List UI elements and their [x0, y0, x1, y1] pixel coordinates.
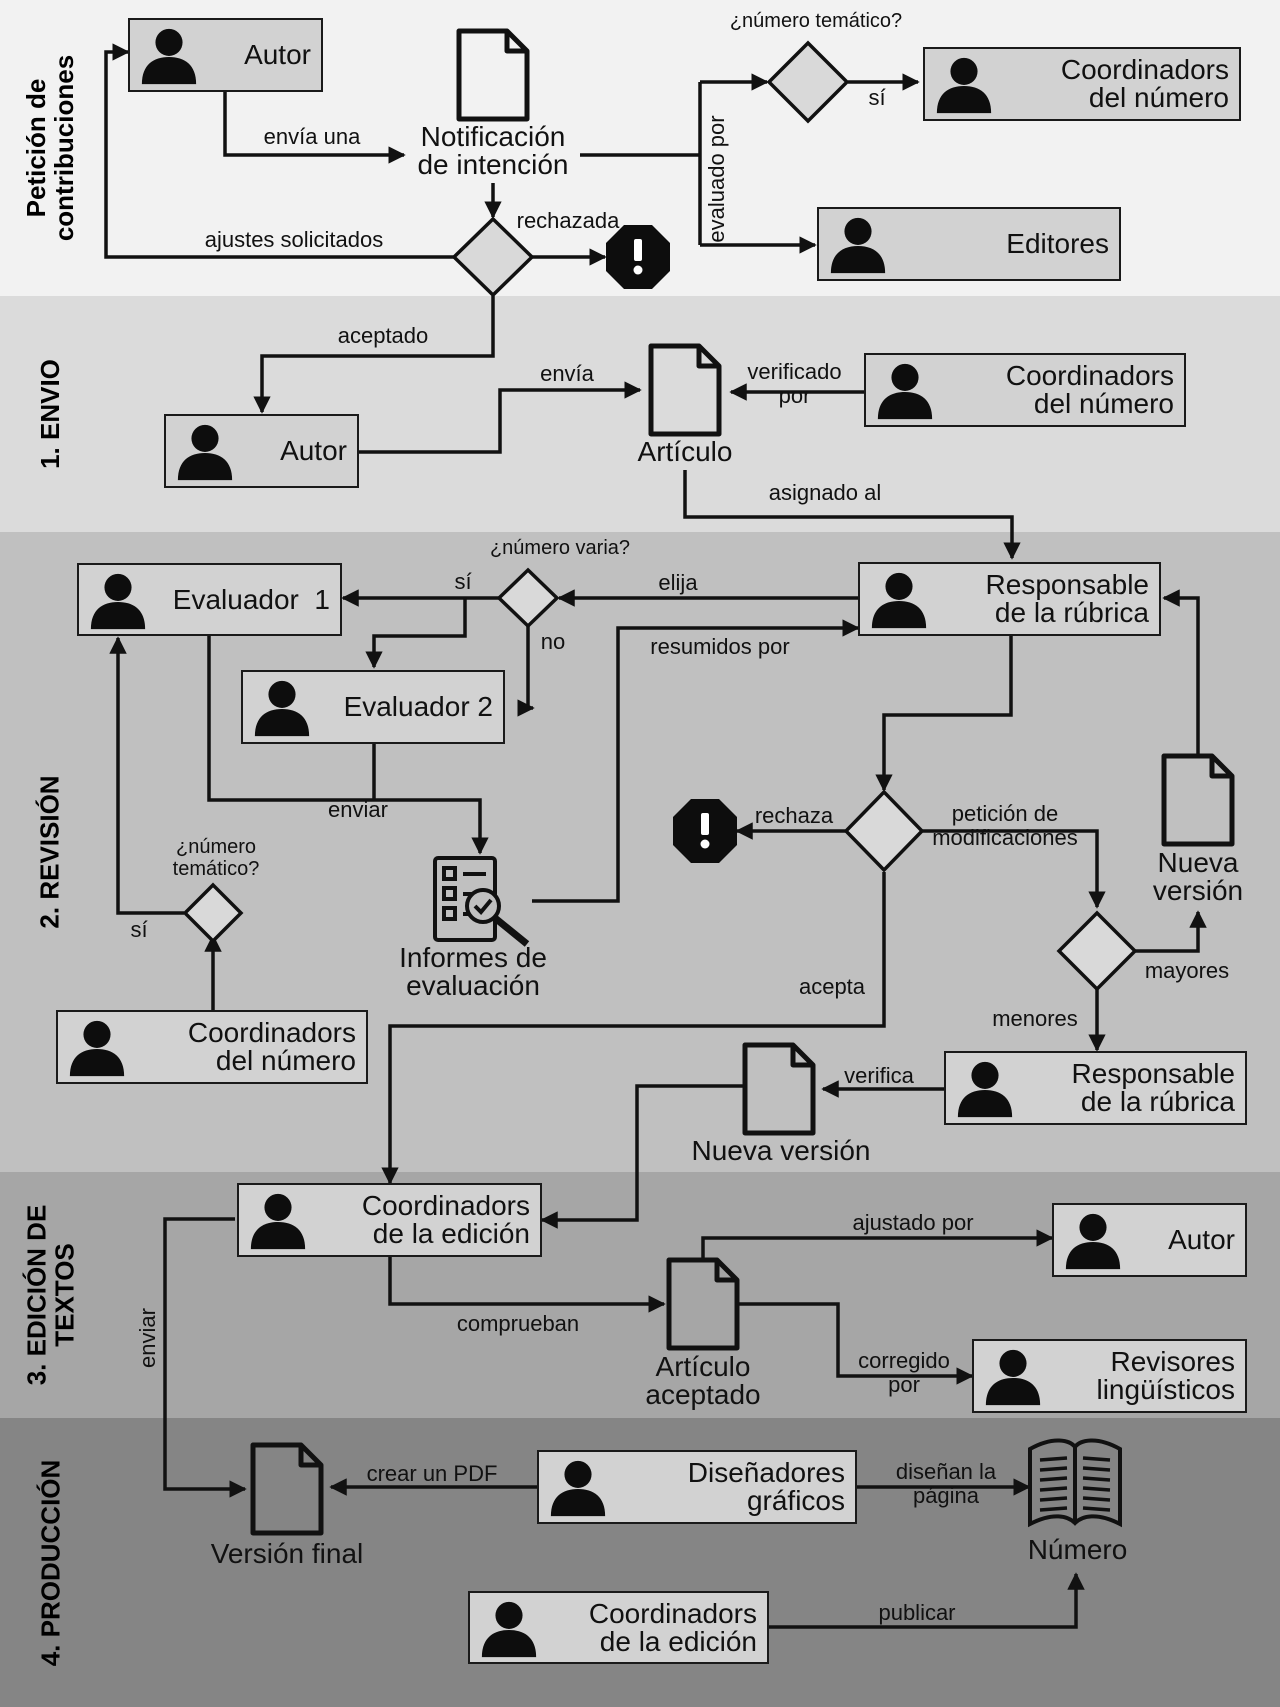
edge-label-si: sí: [868, 85, 886, 110]
edge-label-envia: envía: [540, 361, 594, 386]
caption-articulo-aceptado: Artículo aceptado: [645, 1351, 761, 1410]
person-icon: [985, 1349, 1041, 1406]
question-numero-tematico-rev: ¿número temático?: [172, 836, 260, 880]
actor-editores: Editores: [817, 207, 1121, 281]
person-icon: [550, 1460, 606, 1517]
person-icon: [250, 1193, 306, 1250]
alert-icon: [673, 799, 737, 863]
question-numero-varia: ¿número varia?: [489, 537, 631, 559]
edge-label-rechazada: rechazada: [516, 208, 620, 233]
actor-coordinadors-numero-revision: Coordinadors del número: [56, 1010, 368, 1084]
edge-label-elija: elija: [658, 570, 698, 595]
decision-modificaciones: [1056, 910, 1138, 992]
actor-autor-envio: Autor: [164, 414, 359, 488]
actor-autor-edicion: Autor: [1052, 1203, 1247, 1277]
actor-responsable-rubrica: Responsable de la rúbrica: [858, 562, 1161, 636]
alert-icon: [606, 225, 670, 289]
actor-responsable-rubrica-2: Responsable de la rúbrica: [944, 1051, 1247, 1125]
document-icon: [669, 1260, 737, 1348]
caption-numero: Número: [1027, 1534, 1128, 1565]
actor-coordinadors-edicion-2: Coordinadors de la edición: [468, 1591, 769, 1664]
decision-tematico-top: [766, 40, 850, 124]
edge-label-verifica: verifica: [844, 1063, 914, 1088]
edge-label-verificado-por: verificado por: [747, 359, 842, 408]
caption-articulo: Artículo: [637, 436, 733, 467]
document-icon: [1164, 756, 1232, 844]
edge-label-rechaza: rechaza: [754, 803, 834, 828]
document-icon: [745, 1045, 813, 1133]
document-icon: [651, 346, 719, 434]
edge-label-aceptado: aceptado: [337, 323, 429, 348]
actor-coordinadors-edicion: Coordinadors de la edición: [237, 1183, 542, 1257]
actor-disenadores-graficos: Diseñadores gráficos: [537, 1450, 857, 1524]
edge-label-peticion-modificaciones: petición de modificaciones: [932, 801, 1078, 850]
person-icon: [90, 573, 146, 629]
edge-label-asignado-al: asignado al: [768, 480, 882, 505]
edge-label-comprueban: comprueban: [456, 1311, 580, 1336]
person-icon: [69, 1020, 125, 1077]
edge-label-si-tematico: sí: [130, 917, 148, 942]
edge-label-ajustado-por: ajustado por: [852, 1210, 974, 1235]
edge-label-acepta: acepta: [798, 974, 866, 999]
document-icon: [253, 1445, 321, 1533]
decision-revision: [843, 789, 925, 873]
actor-autor-peticion: Autor: [128, 18, 323, 92]
actor-evaluador-2: Evaluador 2: [241, 670, 505, 744]
person-icon: [141, 28, 197, 85]
person-icon: [871, 572, 927, 629]
decision-numero-varia: [496, 567, 560, 629]
person-icon: [177, 424, 233, 481]
edge-label-enviar-produccion: enviar: [135, 1308, 160, 1368]
actor-coordinadors-numero: Coordinadors del número: [923, 47, 1241, 121]
decision-notificacion: [451, 216, 535, 298]
document-icon: [459, 31, 527, 119]
person-icon: [481, 1601, 537, 1657]
edge-label-crear-pdf: crear un PDF: [366, 1461, 498, 1486]
edge-label-corregido-por: corregido por: [858, 1348, 950, 1397]
caption-nueva-version-right: Nueva versión: [1152, 847, 1244, 906]
edge-label-ajustes-solicitados: ajustes solicitados: [204, 227, 384, 252]
edge-label-publicar: publicar: [878, 1600, 956, 1625]
caption-informes-evaluacion: Informes de evaluación: [399, 942, 547, 1001]
person-icon: [877, 363, 933, 420]
caption-nueva-version-bottom: Nueva versión: [691, 1135, 871, 1166]
person-icon: [1065, 1213, 1121, 1270]
edge-label-mayores: mayores: [1144, 958, 1230, 983]
open-book-icon: [1028, 1438, 1122, 1528]
edge-label-enviar: enviar: [328, 797, 388, 822]
decision-tematico-rev: [182, 882, 244, 944]
edge-label-resumidos-por: resumidos por: [650, 634, 790, 659]
person-icon: [957, 1061, 1013, 1118]
edge-label-no: no: [540, 629, 566, 654]
actor-coordinadors-numero-envio: Coordinadors del número: [864, 353, 1186, 427]
edge-label-si-varia: sí: [454, 569, 472, 594]
person-icon: [830, 217, 886, 274]
caption-version-final: Versión final: [210, 1538, 364, 1569]
edge-label-evaluado-por: evaluado por: [704, 115, 729, 243]
caption-notificacion: Notificación de intención: [417, 121, 569, 180]
edge-label-disenan-pagina: diseñan la página: [895, 1459, 997, 1508]
actor-revisores-linguisticos: Revisores lingüísticos: [972, 1339, 1247, 1413]
person-icon: [254, 680, 310, 737]
evaluation-report-icon: [433, 856, 530, 947]
actor-evaluador-1: Evaluador 1: [77, 563, 342, 636]
edge-label-menores: menores: [992, 1006, 1078, 1031]
person-icon: [936, 57, 992, 114]
edge-label-envia-una: envía una: [263, 124, 361, 149]
question-numero-tematico: ¿número temático?: [729, 10, 903, 32]
